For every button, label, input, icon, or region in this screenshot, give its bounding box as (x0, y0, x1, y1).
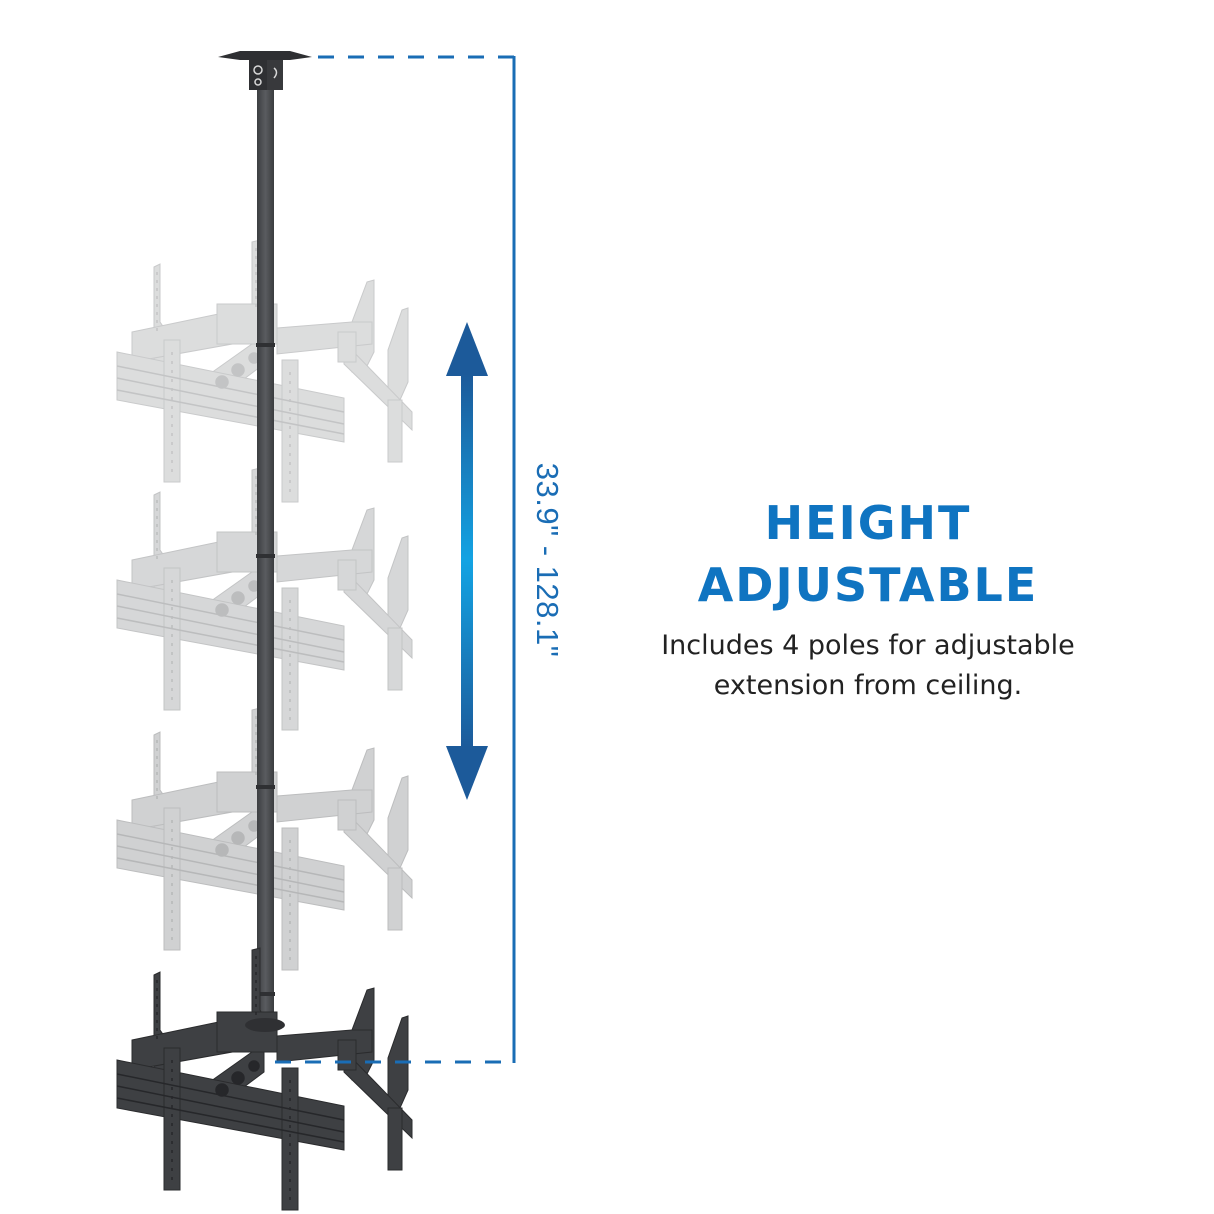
dimension-label: 33.9" - 128.1" (530, 462, 565, 658)
double-arrow-icon (446, 322, 488, 800)
headline-line-2: ADJUSTABLE (697, 558, 1039, 612)
headline-line-1: HEIGHT (764, 496, 972, 550)
description-line-1: Includes 4 poles for adjustable (661, 630, 1075, 661)
feature-description: Includes 4 poles for adjustable extensio… (600, 626, 1136, 706)
description-line-2: extension from ceiling. (713, 670, 1023, 701)
dimension-bracket-icon (275, 55, 516, 1064)
ceiling-plate-icon (218, 51, 312, 90)
feature-copy: HEIGHT ADJUSTABLE Includes 4 poles for a… (600, 492, 1136, 706)
extension-pole-icon (256, 85, 275, 1025)
feature-headline: HEIGHT ADJUSTABLE (600, 492, 1136, 616)
